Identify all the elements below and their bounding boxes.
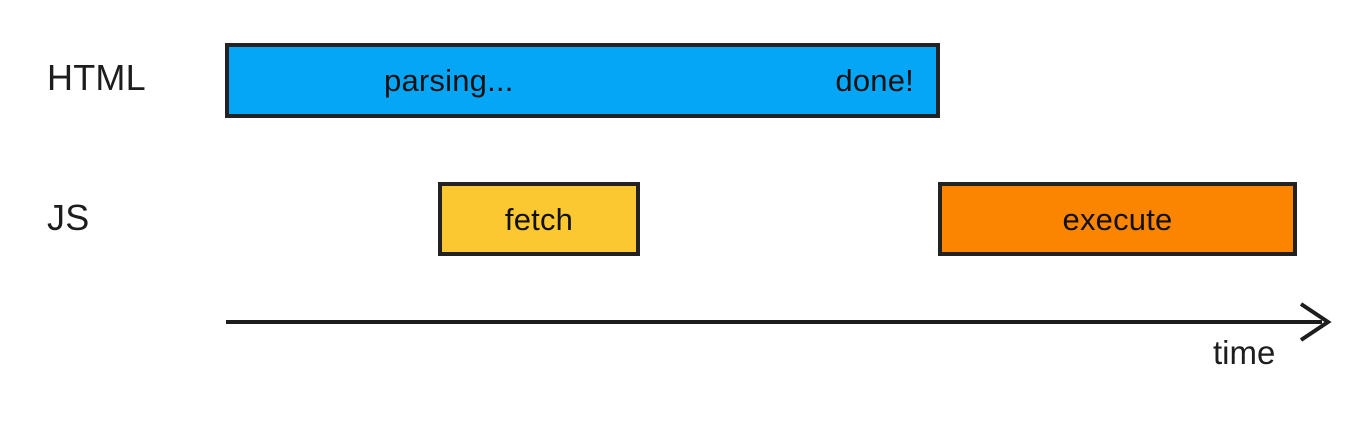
track-js: fetch execute [0,182,1360,256]
time-axis-arrow-icon [226,302,1332,342]
parsing-label: parsing... [384,63,514,98]
execute-label: execute [1062,201,1173,237]
js-execute-bar[interactable]: execute [938,182,1297,256]
track-html: parsing... done! [0,43,1360,118]
fetch-label: fetch [504,201,574,237]
html-parsing-bar[interactable]: parsing... done! [225,43,940,118]
done-label: done! [835,63,914,98]
row-label-js: JS [47,197,90,238]
row-label-html: HTML [47,57,146,98]
js-fetch-bar[interactable]: fetch [438,182,640,256]
time-axis-label: time [1213,334,1276,371]
